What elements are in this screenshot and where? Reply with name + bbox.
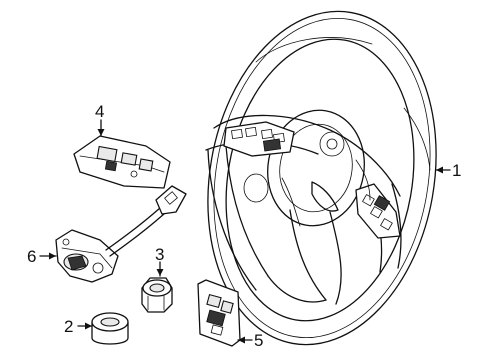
callout-2: 2 <box>64 317 73 336</box>
switch-assembly-part <box>73 135 171 189</box>
callout-3: 3 <box>155 245 164 264</box>
steering-wheel <box>205 10 437 346</box>
callout-1: 1 <box>452 161 461 180</box>
switch-panel-part <box>197 279 241 347</box>
leader-lines <box>39 119 451 344</box>
cap-part <box>91 312 129 345</box>
switch-with-harness-part <box>55 185 187 283</box>
callout-labels: 1 2 3 4 5 6 <box>27 102 461 350</box>
nut-part <box>141 277 173 313</box>
callout-6: 6 <box>27 247 36 266</box>
callout-5: 5 <box>254 331 263 350</box>
callout-4: 4 <box>95 102 104 121</box>
